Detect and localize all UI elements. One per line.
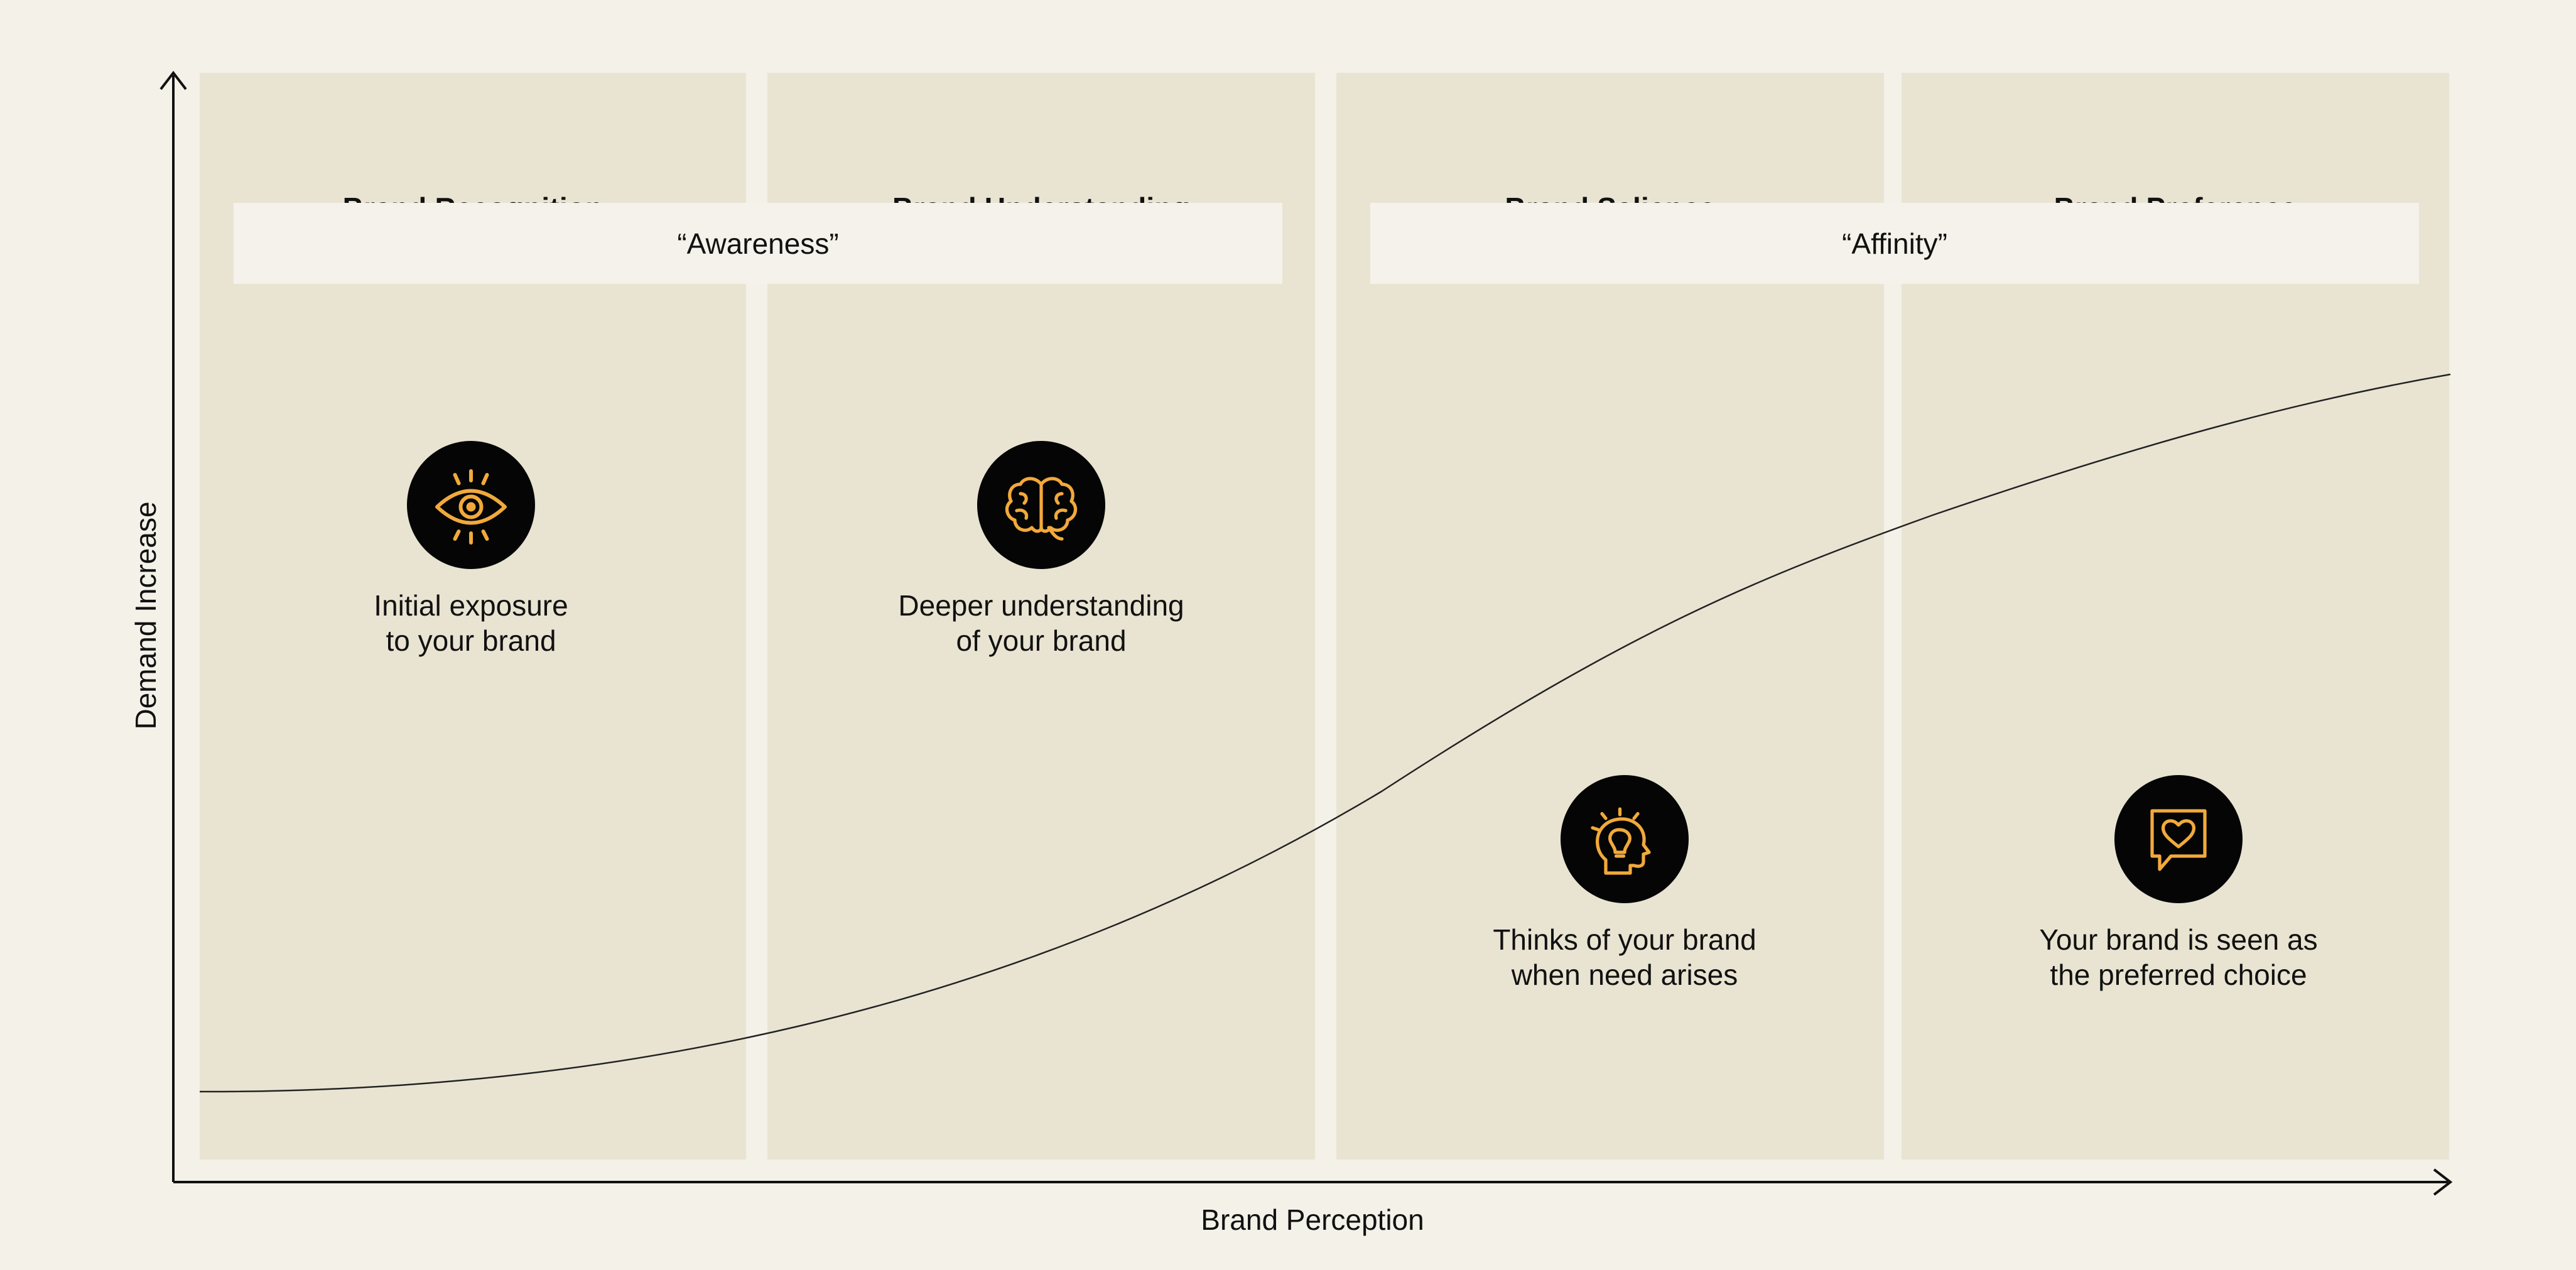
stage-description: Thinks of your brand when need arises [1493, 923, 1756, 991]
icon-badge [1561, 775, 1689, 903]
stage-item-salience: Thinks of your brand when need arises [1430, 775, 1819, 992]
phase-awareness: “Awareness” [234, 203, 1282, 284]
x-axis [173, 1168, 2453, 1196]
icon-badge [407, 441, 535, 569]
phase-affinity: “Affinity” [1370, 203, 2419, 284]
x-axis-arrow-icon [2433, 1168, 2453, 1196]
brain-icon [1005, 477, 1078, 541]
eye-icon [435, 469, 507, 545]
stage-item-understanding: Deeper understanding of your brand [847, 441, 1236, 658]
y-axis-arrow-icon [160, 70, 187, 90]
icon-badge [977, 441, 1105, 569]
stage-item-recognition: Initial exposure to your brand [276, 441, 666, 658]
heart-speech-bubble-icon [2150, 809, 2207, 871]
phase-label: “Awareness” [677, 227, 839, 260]
phase-label: “Affinity” [1842, 227, 1947, 260]
y-axis-label: Demand Increase [129, 501, 162, 730]
y-axis [160, 70, 187, 1182]
stage-description: Your brand is seen as the preferred choi… [2039, 923, 2318, 991]
demand-curve [199, 373, 2451, 1093]
stage-item-preference: Your brand is seen as the preferred choi… [1984, 775, 2373, 992]
x-axis-label: Brand Perception [1201, 1203, 1424, 1236]
lightbulb-head-icon [1591, 807, 1651, 875]
icon-badge [2114, 775, 2243, 903]
stage-description: Initial exposure to your brand [374, 589, 568, 657]
stage-description: Deeper understanding of your brand [898, 589, 1184, 657]
